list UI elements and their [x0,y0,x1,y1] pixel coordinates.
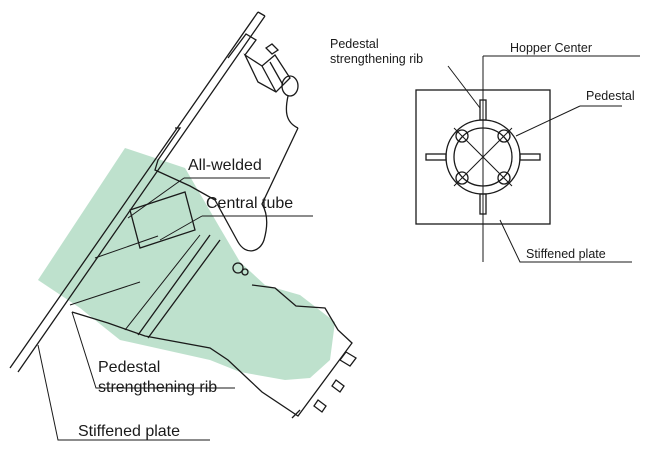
leader-r-pedestal-rib [447,65,481,109]
right-top-view: Pedestal strengthening rib Hopper Center… [330,37,640,263]
leader-pedestal-rib [71,311,235,389]
pedestal-inner-circle [453,127,513,187]
label-r-stiffened-plate: Stiffened plate [526,247,606,261]
leader-r-pedestal [515,105,622,137]
outlet-outline [71,284,353,417]
leader-all-welded [127,177,270,219]
strengthening-ribs [425,99,541,215]
leader-central-tube [159,215,313,241]
pivot-pin [232,262,249,276]
shaded-region [38,148,335,380]
label-all-welded: All-welded [188,157,262,174]
top-bracket [227,33,299,129]
label-stiffened-plate: Stiffened plate [78,423,180,440]
label-r-hopper-center: Hopper Center [510,41,592,55]
label-pedestal-rib-2: strengthening rib [98,379,217,396]
leader-r-stiffened-plate [499,219,632,263]
stiffened-plate-shape [9,11,266,373]
bolt-holes [453,127,513,187]
label-r-pedestal-rib-1: Pedestal [330,37,379,51]
leader-stiffened-plate [37,344,210,441]
label-central-tube: Central tube [206,195,293,212]
label-r-pedestal-rib-2: strengthening rib [330,52,423,66]
left-side-view: All-welded Central tube Pedestal strengt… [9,11,357,441]
hopper-outline-upper [154,127,299,252]
pedestal-body [129,191,196,249]
label-r-pedestal: Pedestal [586,89,635,103]
label-pedestal-rib-1: Pedestal [98,359,160,376]
